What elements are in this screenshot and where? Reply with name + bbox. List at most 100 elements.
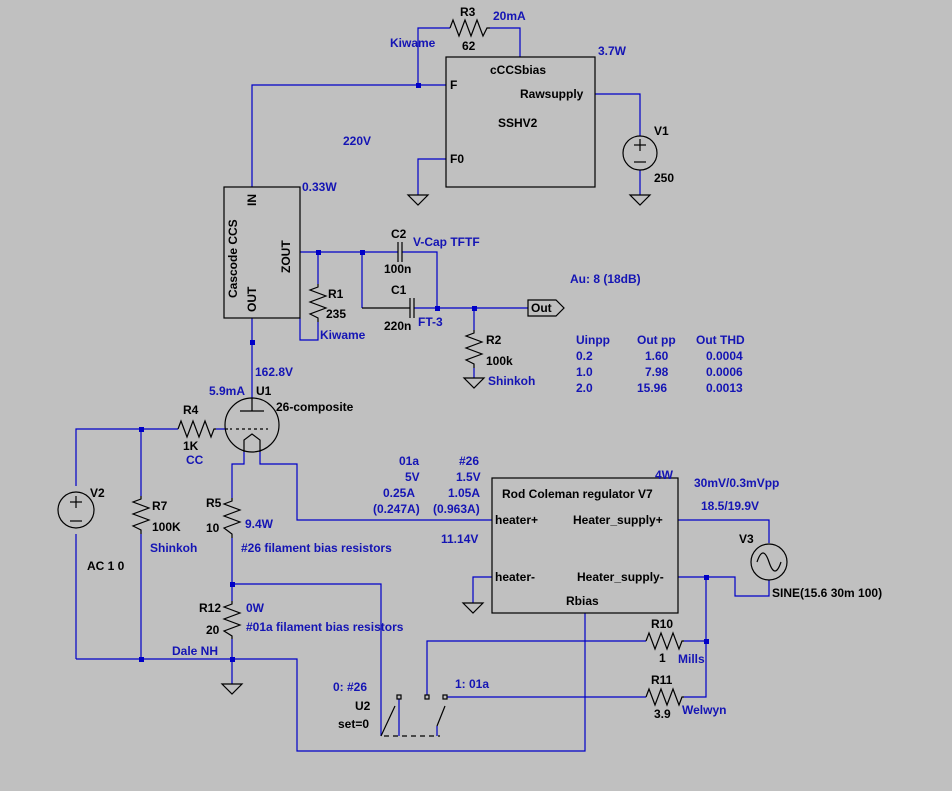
r12-note: #01a filament bias resistors bbox=[246, 620, 404, 634]
r4-ref: R4 bbox=[183, 403, 199, 417]
c1-ref: C1 bbox=[391, 283, 407, 297]
r2-note: Shinkoh bbox=[488, 374, 535, 388]
r11-note: Welwyn bbox=[682, 703, 726, 717]
r3-value: 62 bbox=[462, 39, 476, 53]
u2-pos1: 1: 01a bbox=[455, 677, 489, 691]
c2-capacitor bbox=[397, 242, 403, 262]
filament-01a-cell: (0.247A) bbox=[373, 502, 420, 516]
v2-ref: V2 bbox=[90, 486, 105, 500]
regulator-pin-heater-plus: heater+ bbox=[495, 513, 538, 527]
r4-note: CC bbox=[186, 453, 204, 467]
regulator-power: 4W bbox=[655, 468, 674, 482]
out-label: Out bbox=[531, 301, 552, 315]
r10-resistor bbox=[645, 631, 684, 651]
thd-cell: 2.0 bbox=[576, 381, 593, 395]
ccs-name: Cascode CCS bbox=[226, 219, 240, 298]
u2-pos0: 0: #26 bbox=[333, 680, 367, 694]
v2-value: AC 1 0 bbox=[87, 559, 125, 573]
r3-note: Kiwame bbox=[390, 36, 436, 50]
r12-ref: R12 bbox=[199, 601, 221, 615]
gain-label: Au: 8 (18dB) bbox=[570, 272, 641, 286]
thd-cell: 0.2 bbox=[576, 349, 593, 363]
thd-cell: 0.0006 bbox=[706, 365, 743, 379]
r7-ref: R7 bbox=[152, 499, 168, 513]
v1-source bbox=[622, 135, 658, 171]
ccs-pin-out: OUT bbox=[245, 286, 259, 312]
ccs-bias-power: 3.7W bbox=[598, 44, 627, 58]
r12-power: 0W bbox=[246, 601, 265, 615]
filament-01a-cell: 5V bbox=[405, 470, 420, 484]
u1-current: 5.9mA bbox=[209, 384, 245, 398]
u2-ref: U2 bbox=[355, 699, 371, 713]
ccs-bias-name: cCCSbias bbox=[490, 63, 546, 77]
v2-source bbox=[57, 491, 95, 529]
wires bbox=[75, 27, 770, 752]
v1-ref: V1 bbox=[654, 124, 669, 138]
r2-value: 100k bbox=[486, 354, 513, 368]
r5-ref: R5 bbox=[206, 496, 222, 510]
thd-cell: 15.96 bbox=[637, 381, 667, 395]
r12-value: 20 bbox=[206, 623, 220, 637]
regulator-box bbox=[491, 477, 679, 614]
ccs-bias-pin-f: F bbox=[450, 78, 457, 92]
c2-ref: C2 bbox=[391, 227, 407, 241]
cascode-ccs-box bbox=[223, 186, 301, 319]
r5-resistor bbox=[222, 498, 242, 538]
r5-value: 10 bbox=[206, 521, 220, 535]
ccs-bias-pin-f0: F0 bbox=[450, 152, 464, 166]
r1-value: 235 bbox=[326, 307, 346, 321]
thd-cell: 7.98 bbox=[645, 365, 669, 379]
c1-value: 220n bbox=[384, 319, 411, 333]
junction-dots bbox=[139, 83, 709, 662]
r10-note: Mills bbox=[678, 652, 705, 666]
v3-ripple: 30mV/0.3mVpp bbox=[694, 476, 779, 490]
u1-plate-voltage: 162.8V bbox=[255, 365, 293, 379]
r7-resistor bbox=[131, 496, 151, 534]
v3-source bbox=[750, 543, 788, 581]
r4-resistor bbox=[177, 419, 216, 439]
r7-value: 100K bbox=[152, 520, 181, 534]
thd-header-uinpp: Uinpp bbox=[576, 333, 610, 347]
r10-value: 1 bbox=[659, 651, 666, 665]
filament-01a-cell: 01a bbox=[399, 454, 419, 468]
regulator-pin-supply-minus: Heater_supply- bbox=[577, 570, 664, 584]
v1-value: 250 bbox=[654, 171, 674, 185]
ccs-bias-pin-raw: Rawsupply bbox=[520, 87, 584, 101]
c2-value: 100n bbox=[384, 262, 411, 276]
r11-value: 3.9 bbox=[654, 707, 671, 721]
r3-resistor bbox=[449, 18, 490, 38]
r1-ref: R1 bbox=[328, 287, 344, 301]
u1-model: 26-composite bbox=[276, 400, 354, 414]
filament-table: 01a 5V 0.25A (0.247A) #26 1.5V 1.05A (0.… bbox=[373, 454, 481, 516]
ccs-voltage: 220V bbox=[343, 134, 371, 148]
r3-ref: R3 bbox=[460, 5, 476, 19]
r7-note: Shinkoh bbox=[150, 541, 197, 555]
u1-tube bbox=[224, 397, 280, 453]
filament-26-cell: (0.963A) bbox=[433, 502, 480, 516]
c1-note: FT-3 bbox=[418, 315, 443, 329]
regulator-pin-heater-minus: heater- bbox=[495, 570, 535, 584]
regulator-pin-supply-plus: Heater_supply+ bbox=[573, 513, 663, 527]
r1-resistor bbox=[308, 284, 328, 322]
regulator-name: Rod Coleman regulator V7 bbox=[502, 487, 653, 501]
r1-note: Kiwame bbox=[320, 328, 366, 342]
ccs-bias-box bbox=[445, 56, 596, 188]
r11-ref: R11 bbox=[651, 673, 673, 687]
thd-cell: 0.0013 bbox=[706, 381, 743, 395]
u2-setting: set=0 bbox=[338, 717, 369, 731]
r2-resistor bbox=[464, 330, 484, 368]
r10-ref: R10 bbox=[651, 617, 673, 631]
regulator-heater-voltage: 11.14V bbox=[441, 532, 478, 546]
thd-cell: 1.60 bbox=[645, 349, 669, 363]
r11-resistor bbox=[645, 687, 684, 707]
v3-value: SINE(15.6 30m 100) bbox=[772, 586, 882, 600]
u1-ref: U1 bbox=[256, 384, 272, 398]
regulator-pin-rbias: Rbias bbox=[566, 594, 599, 608]
ground-note: Dale NH bbox=[172, 644, 218, 658]
ccs-bias-model: SSHV2 bbox=[498, 116, 538, 130]
filament-26-cell: 1.05A bbox=[448, 486, 480, 500]
ground-symbols bbox=[220, 194, 652, 695]
out-port bbox=[527, 299, 565, 317]
v3-voltage: 18.5/19.9V bbox=[701, 499, 759, 513]
